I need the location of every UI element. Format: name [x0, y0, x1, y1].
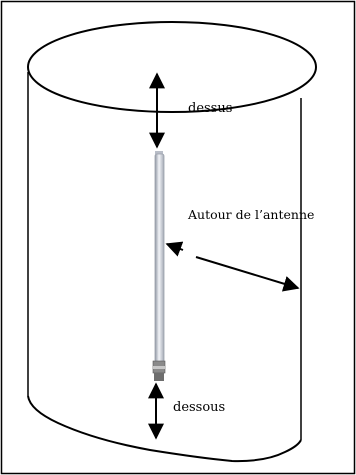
side-pointer-arrow-icon [195, 256, 300, 292]
around-label: Autour de l’antenne [187, 207, 314, 222]
cylinder-top-ellipse [27, 21, 317, 113]
cylinder-bottom-curve [27, 395, 302, 463]
antenna-pointer-arrow-icon [165, 241, 184, 257]
antenna-icon [152, 151, 166, 381]
top-label: dessus [188, 101, 232, 116]
bottom-label: dessous [173, 400, 225, 415]
